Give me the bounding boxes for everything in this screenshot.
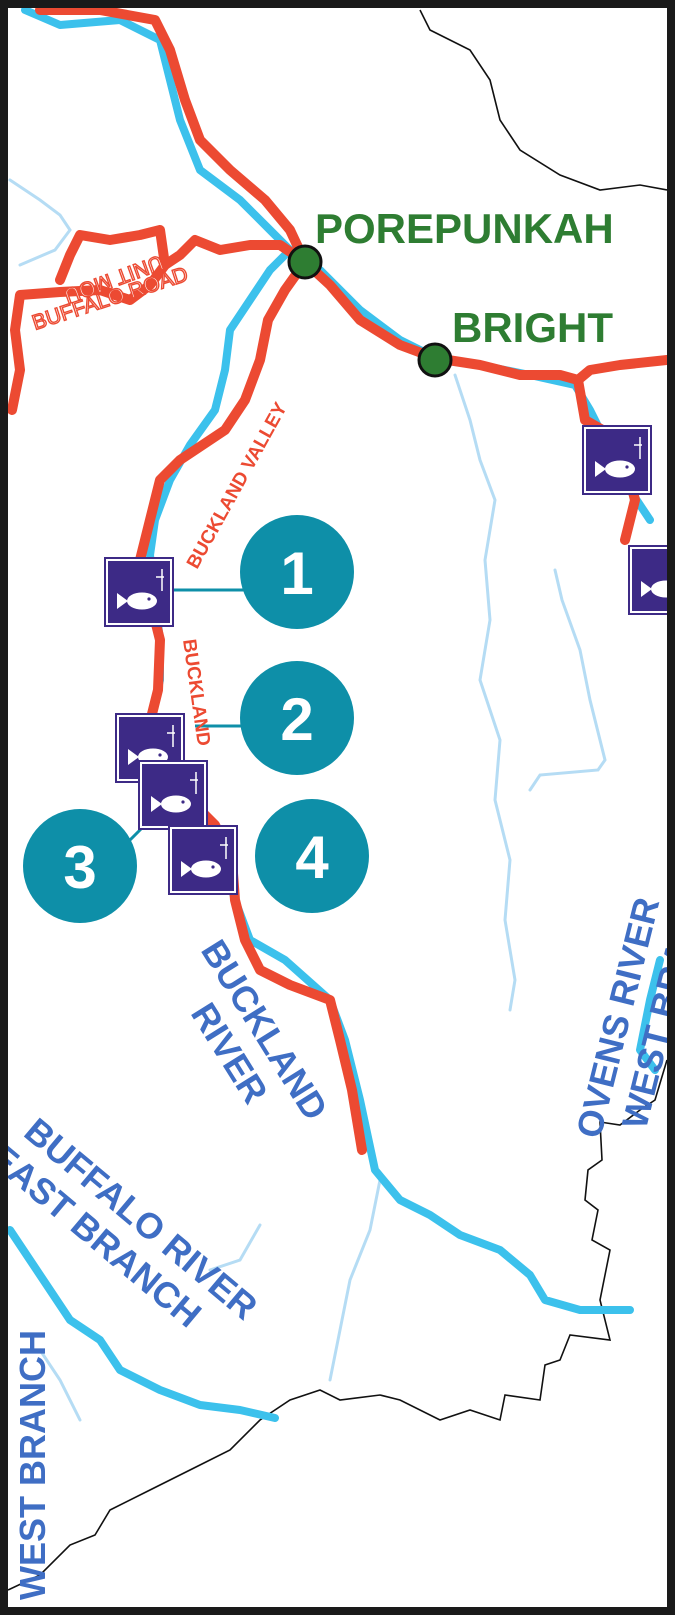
fish-icon[interactable] [103, 556, 175, 628]
site-marker-4[interactable]: 4 [255, 799, 369, 913]
town-dot-icon [287, 244, 323, 280]
site-marker-2[interactable]: 2 [240, 661, 354, 775]
site-number: 1 [280, 540, 313, 607]
town-label-bright: BRIGHT [452, 304, 613, 351]
town-dot-icon [417, 342, 453, 378]
site-number: 2 [280, 686, 313, 753]
river-label-line: WEST BRANCH [12, 1330, 53, 1600]
site-marker-1[interactable]: 1 [240, 515, 354, 629]
fish-icon[interactable] [581, 424, 653, 496]
fish-icon[interactable] [167, 824, 239, 896]
creeks [8, 178, 607, 1422]
fish-icon[interactable] [137, 759, 209, 831]
boundary-lines [8, 9, 667, 1591]
site-number: 4 [295, 824, 329, 891]
town-label-porepunkah: POREPUNKAH [315, 205, 614, 252]
site-number: 3 [63, 834, 96, 901]
river-label-west-branch: WEST BRANCH [12, 1330, 53, 1600]
site-marker-3[interactable]: 3 [23, 809, 137, 923]
